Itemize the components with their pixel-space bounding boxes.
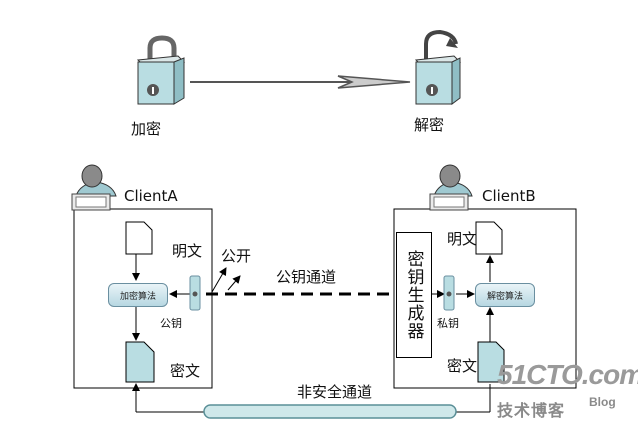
key-generator-box: 密钥生成器: [396, 232, 432, 358]
watermark-site: 51CTO.com: [497, 359, 638, 390]
public-label: 公开: [221, 247, 252, 265]
insecure-channel-label: 非安全通道: [297, 383, 373, 401]
lock-closed-icon: [136, 35, 186, 105]
insecure-channel-pipe: [203, 404, 457, 419]
decrypt-label: 解密: [414, 116, 445, 134]
plaintext-a-document-icon: [125, 221, 153, 255]
public-announce-arrow-1: [211, 267, 227, 293]
lock-open-icon: [414, 29, 462, 105]
private-key-icon: [443, 275, 455, 311]
watermark-subtitle: 技术博客: [497, 401, 566, 420]
client-b-box: [393, 208, 577, 389]
user-a-icon: [71, 164, 117, 211]
public-key-icon: [189, 275, 201, 311]
watermark-blog: Blog: [589, 395, 616, 409]
key-generator-label: 密钥生成器: [403, 250, 424, 340]
ciphertext-a-label: 密文: [170, 362, 201, 380]
encrypt-label: 加密: [131, 120, 162, 138]
public-key-channel-label: 公钥通道: [276, 268, 337, 286]
decryption-algorithm-label: 解密算法: [486, 291, 523, 302]
private-key-label: 私钥: [437, 317, 459, 330]
ciphertext-b-document-icon: [477, 341, 505, 383]
client-a-name: ClientA: [124, 187, 178, 205]
plaintext-b-document-icon: [475, 221, 503, 255]
plaintext-b-label: 明文: [447, 230, 478, 248]
encryption-algorithm-label: 加密算法: [119, 291, 156, 302]
ciphertext-b-label: 密文: [447, 357, 478, 375]
encrypt-to-decrypt-arrow: [190, 75, 411, 89]
client-a-box: [73, 208, 213, 389]
encryption-algorithm-box: 加密算法: [108, 283, 168, 307]
user-b-icon: [429, 164, 473, 211]
decryption-algorithm-box: 解密算法: [475, 283, 535, 307]
plaintext-a-label: 明文: [172, 242, 203, 260]
ciphertext-a-document-icon: [125, 341, 155, 383]
public-announce-arrow-2: [227, 275, 241, 291]
client-b-name: ClientB: [482, 187, 536, 205]
public-key-label: 公钥: [160, 317, 182, 330]
